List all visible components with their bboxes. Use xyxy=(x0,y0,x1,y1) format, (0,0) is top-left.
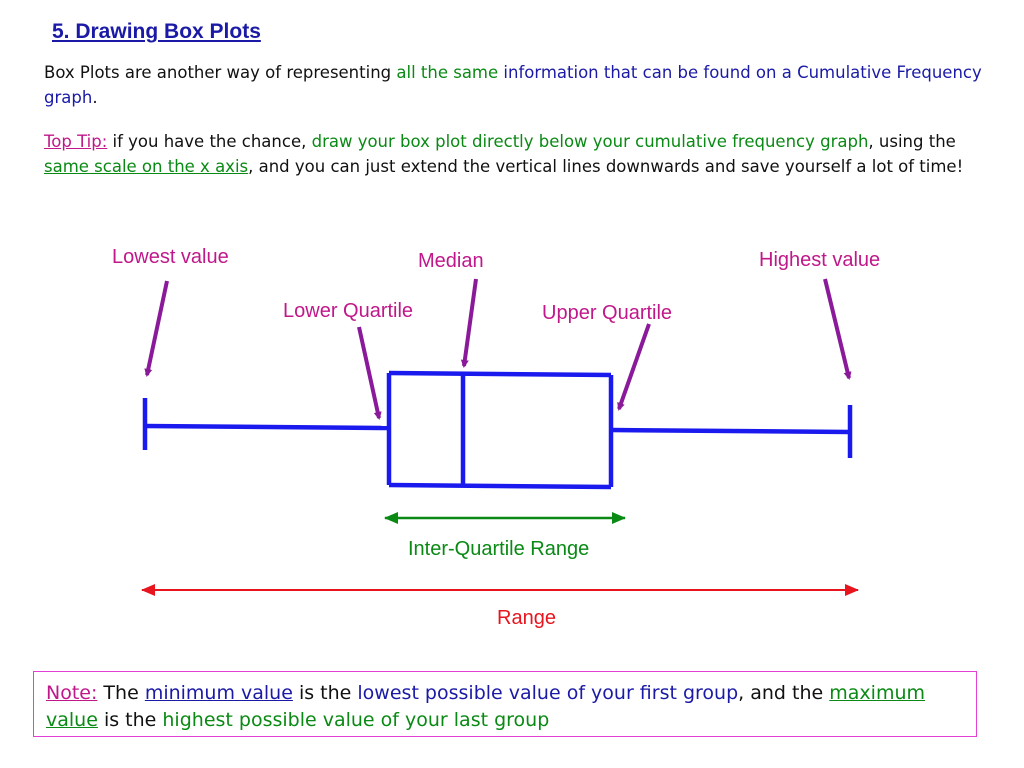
note-lowest-text: lowest possible value of your first grou… xyxy=(357,682,739,704)
intro-text-d: information that can be found on a Cumul… xyxy=(44,63,982,107)
upper-quartile-label: Upper Quartile xyxy=(542,302,672,324)
note-label: Note: xyxy=(46,682,98,704)
intro-text-e: . xyxy=(92,88,98,107)
note-text-a: The xyxy=(97,682,145,704)
note-box: Note: The minimum value is the lowest po… xyxy=(33,671,977,737)
tip-text-c: , using the xyxy=(868,132,956,151)
page-title: 5. Drawing Box Plots xyxy=(52,20,261,43)
note-maximum-value: maximum value xyxy=(46,682,925,731)
note-text-c: , and the xyxy=(738,682,830,704)
note-text-d: is the xyxy=(97,709,163,731)
lowest-value-pointer-arrow xyxy=(144,280,169,377)
lowest-value-label: Lowest value xyxy=(112,246,229,268)
top-tip-paragraph: Top Tip: if you have the chance, draw yo… xyxy=(44,129,964,179)
note-text-b: is the xyxy=(292,682,358,704)
upper-quartile-pointer-arrow xyxy=(617,323,651,411)
tip-text-b: draw your box plot directly below your c… xyxy=(311,132,869,151)
intro-text-a: Box Plots are another way of representin… xyxy=(44,63,397,82)
note-highest-text: highest possible value of your last grou… xyxy=(162,709,550,731)
median-pointer-arrow xyxy=(460,278,478,368)
note-minimum-value: minimum value xyxy=(144,682,293,704)
highest-value-pointer-arrow xyxy=(823,278,852,380)
right-whisker xyxy=(610,427,851,435)
range-label: Range xyxy=(497,607,556,629)
median-label: Median xyxy=(418,250,484,272)
lower-quartile-pointer-arrow xyxy=(357,326,382,420)
intro-text-b: all the same xyxy=(396,63,499,82)
tip-text-e: , and you can just extend the vertical l… xyxy=(248,157,964,176)
highest-value-label: Highest value xyxy=(759,249,880,271)
iqr-label: Inter-Quartile Range xyxy=(408,538,589,560)
box-bottom-edge xyxy=(388,482,612,490)
tip-text-a: if you have the chance, xyxy=(107,132,312,151)
box-top-edge xyxy=(388,370,612,378)
left-whisker xyxy=(144,423,389,431)
intro-paragraph: Box Plots are another way of representin… xyxy=(44,60,984,110)
top-tip-label: Top Tip: xyxy=(44,132,108,151)
tip-text-d: same scale on the x axis xyxy=(44,157,249,176)
lower-quartile-label: Lower Quartile xyxy=(283,300,413,322)
